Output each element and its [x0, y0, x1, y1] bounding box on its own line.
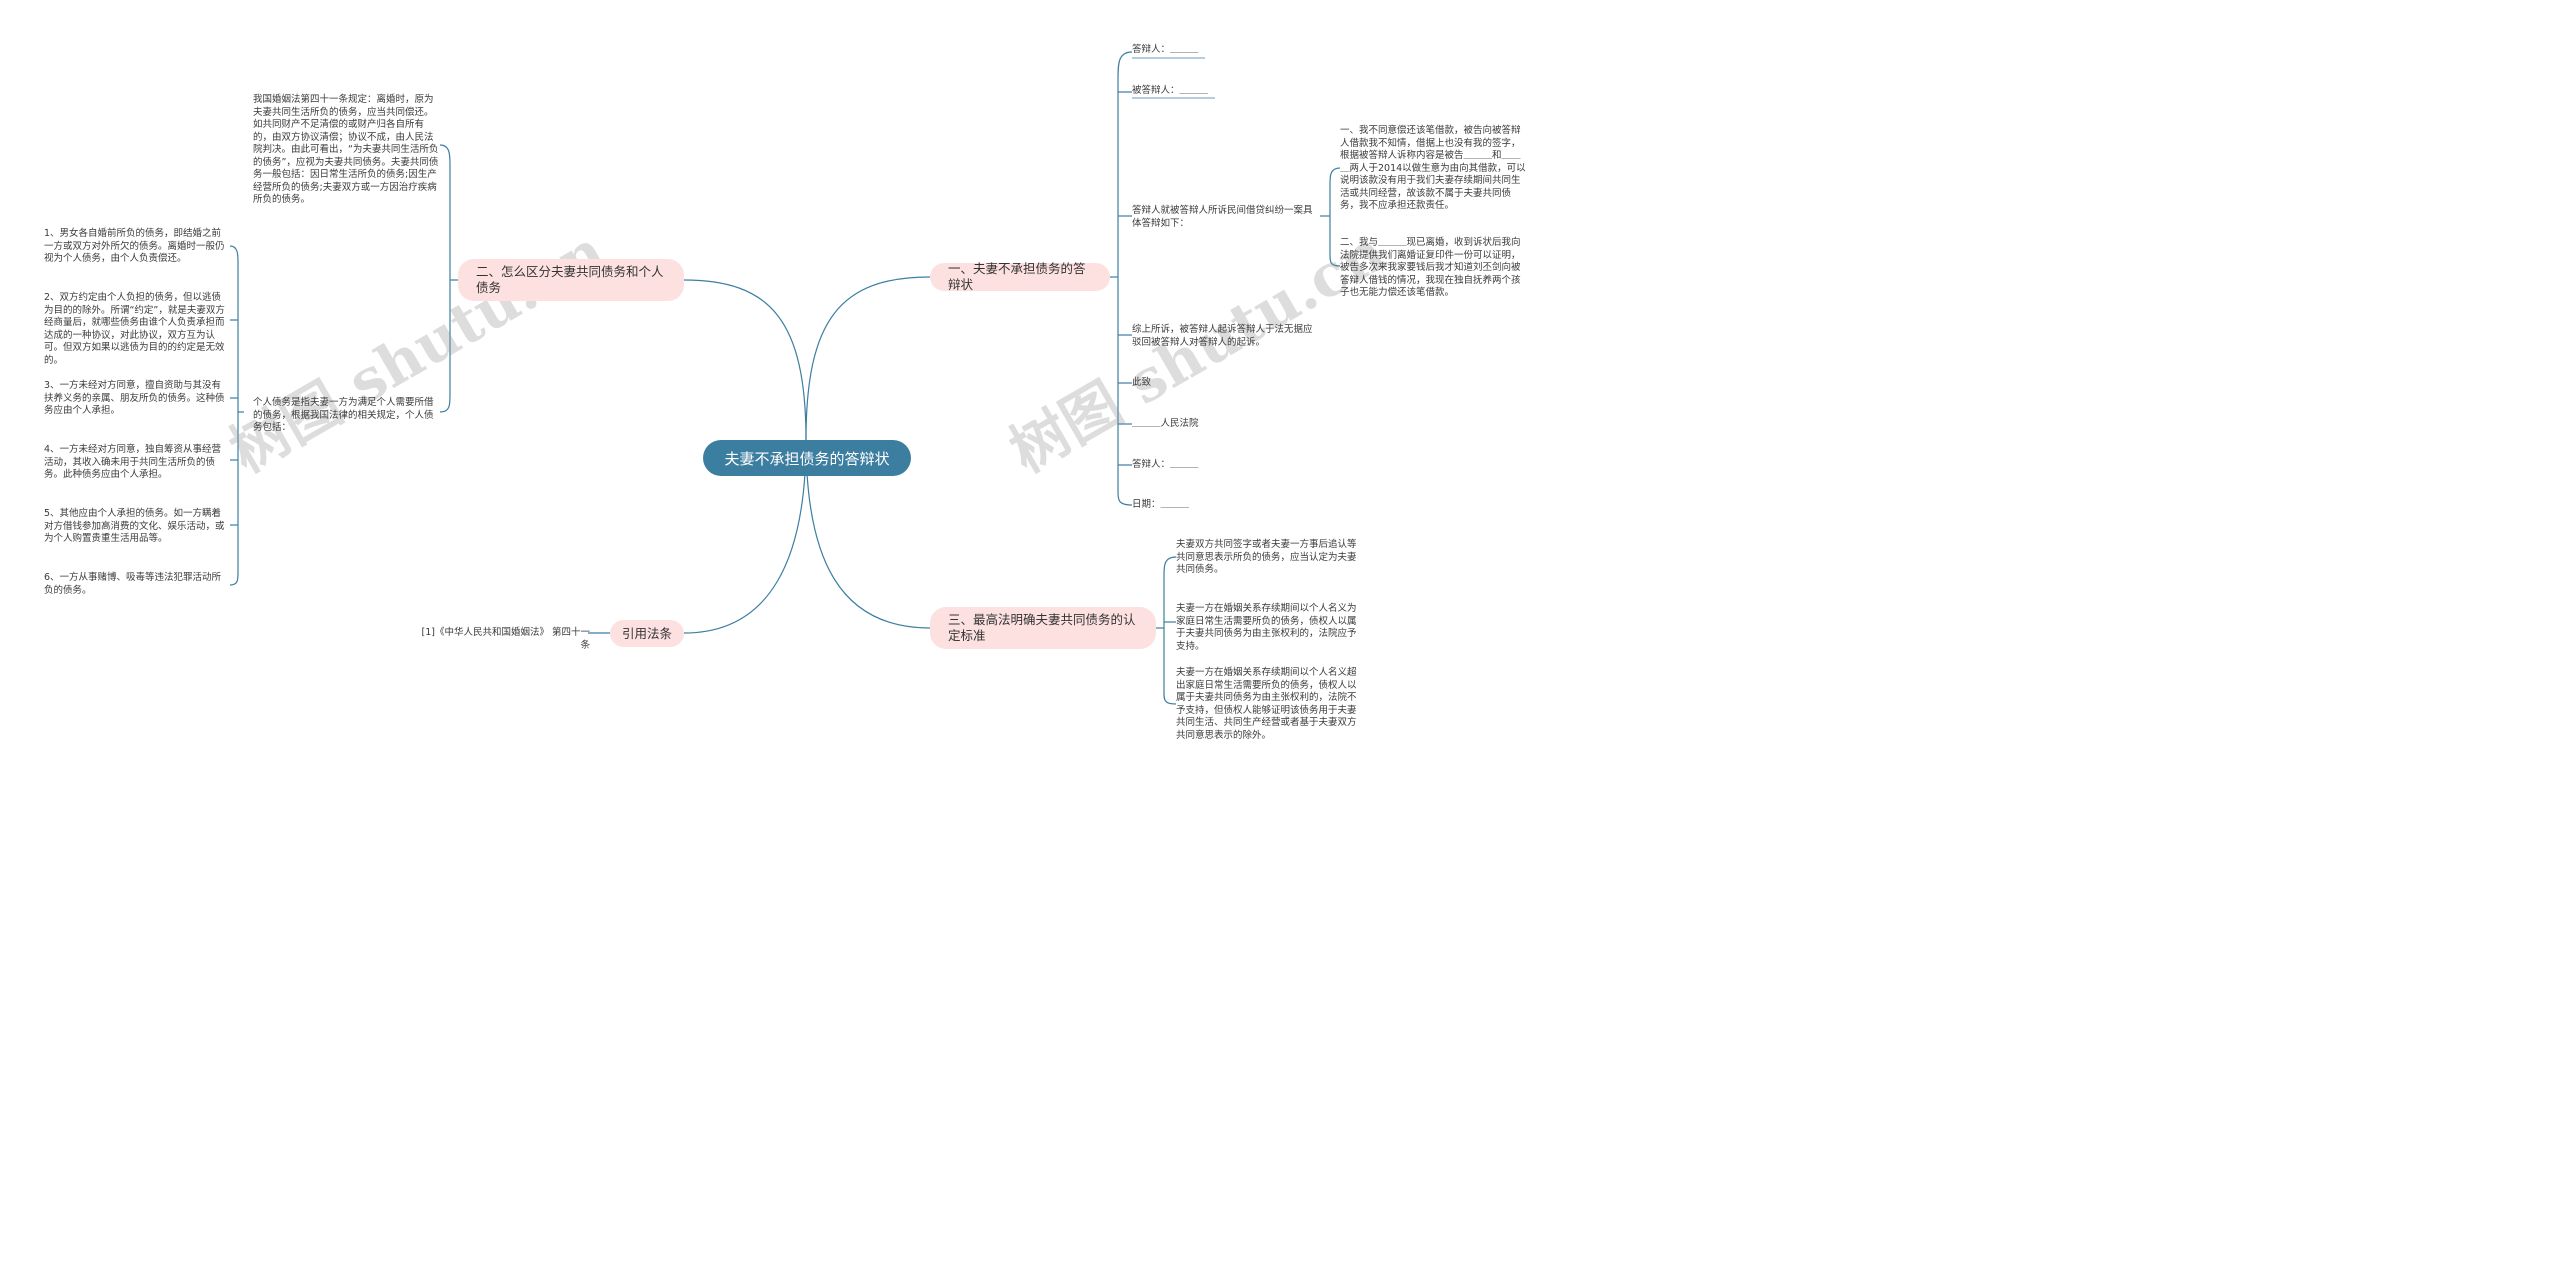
branch-label: 二、怎么区分夫妻共同债务和个人债务 — [476, 264, 664, 295]
standard-item: 夫妻一方在婚姻关系存续期间以个人名义为家庭日常生活需要所负的债务，债权人以属于夫… — [1176, 603, 1357, 652]
personal-debt-item: 4、一方未经对方同意，独自筹资从事经营活动，其收入确未用于共同生活所负的债务。此… — [44, 444, 222, 480]
salute-line: 此致 — [1132, 377, 1152, 388]
respondent-line: 答辩人：＿＿＿ — [1132, 44, 1199, 55]
branch-supreme-court-standard[interactable]: 三、最高法明确夫妻共同债务的认定标准 — [930, 607, 1156, 649]
court-line: ＿＿＿人民法院 — [1132, 418, 1199, 429]
personal-debt-item: 2、双方约定由个人负担的债务，但以逃债为目的的除外。所谓“约定”，就是夫妻双方经… — [44, 292, 225, 366]
branch-label: 一、夫妻不承担债务的答辩状 — [948, 261, 1086, 292]
defense-point: 一、我不同意偿还该笔借款，被告向被答辩人借款我不知情，借据上也没有我的签字，根据… — [1340, 125, 1526, 211]
connector-lines — [229, 51, 1341, 705]
root-node[interactable]: 夫妻不承担债务的答辩状 — [703, 440, 911, 476]
law-article-text: 我国婚姻法第四十一条规定：离婚时，原为夫妻共同生活所负的债务，应当共同偿还。如共… — [253, 94, 439, 205]
branch-label: 三、最高法明确夫妻共同债务的认定标准 — [948, 612, 1136, 643]
respondent-sign-line: 答辩人：＿＿＿ — [1132, 459, 1199, 470]
personal-debt-item: 6、一方从事赌博、吸毒等违法犯罪活动所负的债务。 — [44, 572, 222, 596]
defendant-line: 被答辩人：＿＿＿ — [1132, 85, 1209, 96]
branch-distinguish-debts[interactable]: 二、怎么区分夫妻共同债务和个人债务 — [458, 259, 684, 301]
standard-item: 夫妻双方共同签字或者夫妻一方事后追认等共同意思表示所负的债务，应当认定为夫妻共同… — [1176, 539, 1357, 575]
date-line: 日期：＿＿＿ — [1132, 499, 1190, 510]
citation-item: [1]《中华人民共和国婚姻法》 第四十一条 — [421, 627, 590, 651]
summary-line: 综上所诉，被答辩人起诉答辩人于法无据应驳回被答辩人对答辩人的起诉。 — [1132, 324, 1313, 348]
defense-point: 二、我与＿＿＿现已离婚，收到诉状后我向法院提供我们离婚证复印件一份可以证明，被告… — [1340, 237, 1521, 298]
branch-label: 引用法条 — [622, 625, 673, 641]
branch-cited-law[interactable]: 引用法条 — [610, 620, 684, 647]
root-label: 夫妻不承担债务的答辩状 — [724, 449, 890, 468]
personal-debt-intro: 个人债务是指夫妻一方为满足个人需要所借的债务，根据我国法律的相关规定，个人债务包… — [253, 397, 434, 433]
branch-defense-statement[interactable]: 一、夫妻不承担债务的答辩状 — [930, 261, 1110, 292]
personal-debt-item: 5、其他应由个人承担的债务。如一方瞒着对方借钱参加高消费的文化、娱乐活动，或为个… — [44, 508, 225, 544]
personal-debt-item: 3、一方未经对方同意，擅自资助与其没有扶养义务的亲属、朋友所负的债务。这种债务应… — [44, 380, 225, 416]
statement-intro: 答辩人就被答辩人所诉民间借贷纠纷一案具体答辩如下： — [1132, 205, 1313, 229]
standard-item: 夫妻一方在婚姻关系存续期间以个人名义超出家庭日常生活需要所负的债务，债权人以属于… — [1176, 667, 1357, 741]
personal-debt-item: 1、男女各自婚前所负的债务，即结婚之前一方或双方对外所欠的债务。离婚时一般仍视为… — [44, 228, 225, 264]
